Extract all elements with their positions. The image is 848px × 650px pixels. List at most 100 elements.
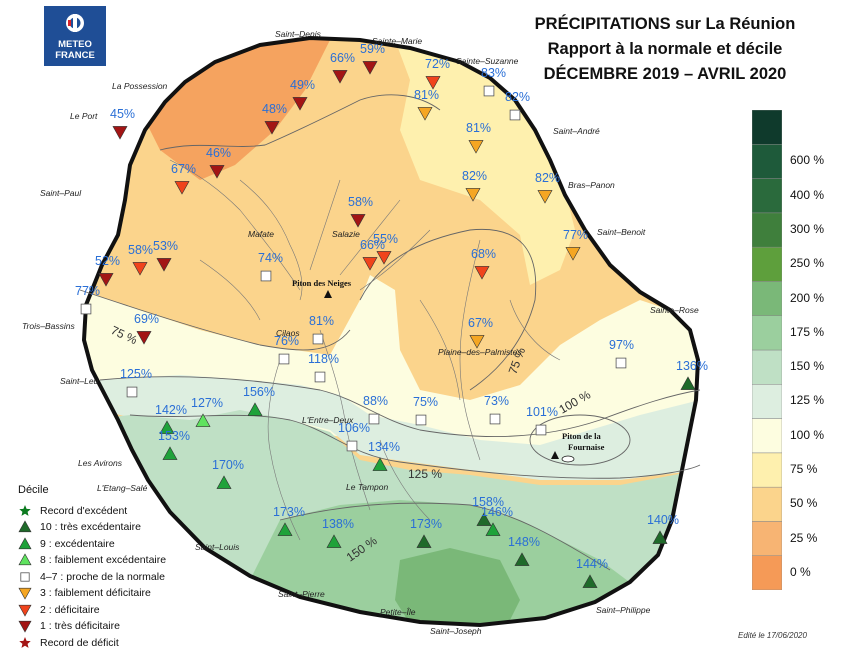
scale-cell <box>752 452 782 488</box>
legend-symbol-icon <box>19 504 31 516</box>
place-label: Bras–Panon <box>568 180 615 190</box>
station-marker: 106% <box>338 421 370 452</box>
logo-line2: FRANCE <box>55 50 95 61</box>
station-marker: 67% <box>171 162 196 195</box>
station-symbol-icon <box>278 353 290 365</box>
scale-label: 75 % <box>790 462 818 476</box>
station-value: 73% <box>484 394 509 408</box>
place-label: Petite–Île <box>380 607 416 617</box>
station-value: 46% <box>206 146 231 160</box>
station-value: 58% <box>348 195 373 209</box>
station-marker: 48% <box>262 102 287 135</box>
station-marker: 118% <box>308 352 339 383</box>
station-symbol-icon <box>312 333 324 345</box>
station-value: 76% <box>274 334 299 348</box>
station-value: 173% <box>273 505 305 519</box>
coastline <box>81 35 701 628</box>
scale-cell <box>752 110 782 145</box>
station-symbol-icon <box>537 190 553 204</box>
station-symbol-icon <box>112 126 128 140</box>
station-value: 48% <box>262 102 287 116</box>
station-symbol-icon <box>416 534 432 548</box>
station-marker: 173% <box>410 517 442 548</box>
station-symbol-icon <box>126 386 138 398</box>
station-symbol-icon <box>332 70 348 84</box>
station-symbol-icon <box>474 266 490 280</box>
legend-label: 2 : déficitaire <box>40 603 100 616</box>
station-marker: 97% <box>609 338 634 369</box>
station-marker: 156% <box>243 385 275 416</box>
station-value: 81% <box>414 88 439 102</box>
station-value: 125% <box>120 367 152 381</box>
station-marker: 72% <box>425 57 450 90</box>
isoline-label: 125 % <box>408 467 442 481</box>
station-symbol-icon <box>350 214 366 228</box>
scale-label: 150 % <box>790 359 825 374</box>
station-value: 66% <box>330 51 355 65</box>
station-marker: 127% <box>191 396 223 427</box>
station-marker: 153% <box>158 429 190 460</box>
station-marker: 77% <box>75 284 100 315</box>
place-labels: Saint–Denis Sainte–Marie Sainte–Suzanne … <box>22 29 699 636</box>
legend-symbol-icon <box>19 636 31 648</box>
station-value: 106% <box>338 421 370 435</box>
scale-cell <box>752 418 782 454</box>
station-value: 81% <box>466 121 491 135</box>
station-symbol-icon <box>216 475 232 489</box>
stations: 66%59%72%83%82%49%48%45%81%81%46%67%82%8… <box>75 42 708 588</box>
logo-emblem-icon <box>66 14 84 32</box>
scale-cell <box>752 178 782 214</box>
station-symbol-icon <box>425 76 441 90</box>
station-symbol-icon <box>469 335 485 349</box>
station-symbol-icon <box>277 522 293 536</box>
scale-label: 50 % <box>790 496 818 511</box>
station-marker: 58% <box>348 195 373 228</box>
station-marker: 82% <box>535 171 560 204</box>
station-value: 148% <box>508 535 540 549</box>
station-symbol-icon <box>680 376 696 390</box>
crater-icon <box>561 455 575 463</box>
station-symbol-icon <box>485 522 501 536</box>
place-label: Le Port <box>70 111 98 121</box>
legend-label: 1 : très déficitaire <box>40 620 120 632</box>
station-marker: 81% <box>414 88 439 121</box>
station-value: 140% <box>647 513 679 527</box>
scale-label: 125 % <box>790 393 825 408</box>
station-marker: 68% <box>471 247 496 280</box>
station-symbol-icon <box>652 530 668 544</box>
scale-label: 600 % <box>790 153 825 168</box>
scale-label: 100 % <box>790 427 825 442</box>
station-marker: 75% <box>413 395 438 426</box>
place-label: La Possession <box>112 81 168 91</box>
station-value: 156% <box>243 385 275 399</box>
station-value: 158% <box>472 495 504 509</box>
station-symbol-icon <box>80 303 92 315</box>
isolines <box>79 94 701 571</box>
station-value: 82% <box>462 169 487 183</box>
place-label: Les Avirons <box>78 458 123 468</box>
scale-label: 25 % <box>790 530 818 545</box>
station-marker: 67% <box>468 316 493 349</box>
legend-symbol-icon <box>18 520 32 533</box>
legend-label: 8 : faiblement excédentaire <box>40 554 167 566</box>
station-value: 67% <box>468 316 493 330</box>
scale-cell <box>752 349 782 385</box>
legend-item: 1 : très déficitaire <box>18 619 120 634</box>
place-label: Cilaos <box>276 328 300 338</box>
station-marker: 73% <box>484 394 509 425</box>
legend-title: Décile <box>18 484 49 496</box>
station-value: 136% <box>676 359 708 373</box>
meteo-france-logo: METEO FRANCE <box>44 6 106 66</box>
station-symbol-icon <box>417 107 433 121</box>
scale-cell <box>752 246 782 282</box>
station-symbol-icon <box>376 251 392 265</box>
station-marker: 140% <box>647 513 679 544</box>
station-symbol-icon <box>209 165 225 179</box>
station-symbol-icon <box>326 534 342 548</box>
zone-75-100-east <box>395 40 575 285</box>
scale-cell <box>752 521 782 556</box>
station-symbol-icon <box>247 402 263 416</box>
legend-symbol-icon <box>18 553 32 566</box>
edit-date: Edité le 17/06/2020 <box>738 631 807 640</box>
